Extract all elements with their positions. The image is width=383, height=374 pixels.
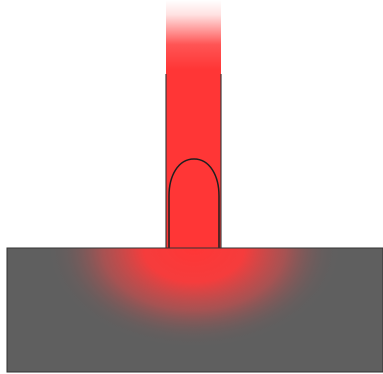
laser-beam <box>166 0 221 248</box>
heat-affected-zone <box>7 248 383 372</box>
